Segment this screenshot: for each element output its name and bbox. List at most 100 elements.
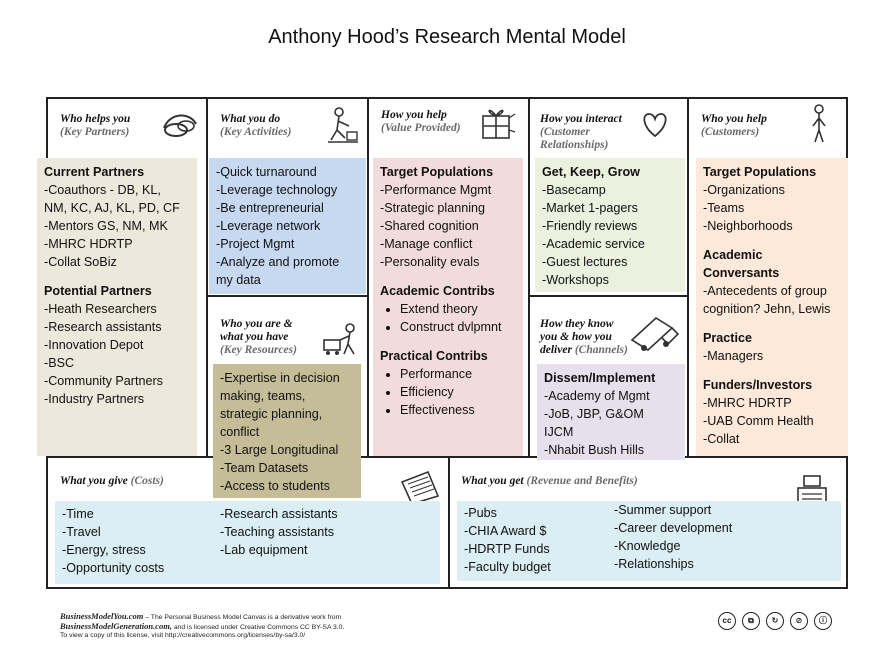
value-bullet: Construct dvlpmnt bbox=[400, 318, 516, 336]
interact-heading: How you interact (Customer Relationships… bbox=[540, 113, 622, 151]
delivery-truck-icon bbox=[630, 316, 680, 352]
customers-line: -Neighborhoods bbox=[703, 219, 793, 233]
activities-note: -Quick turnaround -Leverage technology -… bbox=[209, 158, 366, 294]
customers-target-heading: Target Populations bbox=[703, 165, 817, 179]
partners-line: -BSC bbox=[44, 356, 75, 370]
license-footer: BusinessModelYou.com – The Personal Busi… bbox=[60, 611, 345, 639]
channels-note: Dissem/Implement -Academy of Mgmt -JoB, … bbox=[537, 364, 685, 460]
worker-icon bbox=[328, 107, 358, 143]
partners-line: -Collat SoBiz bbox=[44, 255, 117, 269]
costs-line: -Teaching assistants bbox=[220, 525, 335, 539]
costs-line: -Energy, stress bbox=[62, 543, 146, 557]
receipt-icon bbox=[400, 470, 440, 505]
footer-brand[interactable]: BusinessModelGeneration.com, bbox=[60, 621, 172, 631]
activities-line: -Analyze and promote bbox=[216, 255, 340, 269]
gift-icon bbox=[482, 109, 516, 139]
partners-line: -Coauthors - DB, KL, bbox=[44, 183, 161, 197]
resources-line: -Team Datasets bbox=[220, 461, 309, 475]
interact-line: -Market 1-pagers bbox=[542, 201, 638, 215]
resources-line: -Expertise in decision bbox=[220, 371, 340, 385]
interact-note: Get, Keep, Grow -Basecamp -Market 1-page… bbox=[535, 158, 685, 292]
person-standing-icon bbox=[812, 104, 826, 143]
value-line: -Performance Mgmt bbox=[380, 183, 492, 197]
resources-line: -3 Large Longitudinal bbox=[220, 443, 339, 457]
handshake-icon bbox=[163, 114, 197, 137]
value-bullet: Extend theory bbox=[400, 300, 516, 318]
value-bullet: Performance bbox=[400, 365, 516, 383]
costs-line: -Lab equipment bbox=[220, 543, 308, 557]
channels-line: -JoB, JBP, G&OM bbox=[544, 407, 644, 421]
revenue-note: -Pubs -CHIA Award $ -HDRTP Funds -Facult… bbox=[457, 501, 841, 581]
partners-line: -Heath Researchers bbox=[44, 302, 157, 316]
channels-line: -Nhabit Bush Hills bbox=[544, 443, 645, 457]
partners-note: Current Partners -Coauthors - DB, KL, NM… bbox=[37, 158, 197, 456]
heart-icon bbox=[643, 113, 667, 138]
partners-line: -Innovation Depot bbox=[44, 338, 144, 352]
activities-line: -Leverage network bbox=[216, 219, 321, 233]
partners-heading: Who helps you (Key Partners) bbox=[60, 113, 131, 138]
customers-line: -Teams bbox=[703, 201, 745, 215]
share-alike-icon: ↻ bbox=[766, 612, 784, 630]
partners-line: -MHRC HDRTP bbox=[44, 237, 133, 251]
value-line: -Strategic planning bbox=[380, 201, 486, 215]
value-line: -Personality evals bbox=[380, 255, 480, 269]
partners-potential-heading: Potential Partners bbox=[44, 284, 152, 298]
divider bbox=[48, 456, 846, 458]
resources-note: -Expertise in decision making, teams, st… bbox=[213, 364, 361, 498]
footer-license-url: To view a copy of this license, visit ht… bbox=[60, 632, 306, 639]
activities-line: -Project Mgmt bbox=[216, 237, 295, 251]
value-practical-heading: Practical Contribs bbox=[380, 349, 488, 363]
interact-line: -Basecamp bbox=[542, 183, 606, 197]
customers-academic-heading: Academic Conversants bbox=[703, 248, 780, 280]
costs-heading: What you give (Costs) bbox=[60, 475, 164, 487]
activities-line: -Be entrepreneurial bbox=[216, 201, 324, 215]
costs-note: -Time -Travel -Energy, stress -Opportuni… bbox=[55, 501, 440, 584]
customers-line: -Managers bbox=[703, 349, 764, 363]
customers-practice-heading: Practice bbox=[703, 331, 753, 345]
resources-heading: Who you are & what you have (Key Resourc… bbox=[220, 318, 297, 356]
customers-line: -Collat bbox=[703, 432, 740, 446]
divider bbox=[687, 99, 689, 456]
value-note: Target Populations -Performance Mgmt -St… bbox=[373, 158, 523, 456]
resources-line: strategic planning, bbox=[220, 407, 323, 421]
customers-line: -MHRC HDRTP bbox=[703, 396, 792, 410]
costs-line: -Research assistants bbox=[220, 507, 338, 521]
revenue-line: -Pubs bbox=[464, 506, 497, 520]
revenue-line: -Career development bbox=[614, 521, 733, 535]
revenue-line: -Summer support bbox=[614, 503, 712, 517]
partners-line: -Research assistants bbox=[44, 320, 162, 334]
interact-line: -Workshops bbox=[542, 273, 609, 287]
partners-line: NM, KC, AJ, KL, PD, CF bbox=[44, 201, 180, 215]
interact-line: -Guest lectures bbox=[542, 255, 628, 269]
value-heading: How you help (Value Provided) bbox=[381, 109, 461, 134]
value-target-heading: Target Populations bbox=[380, 165, 494, 179]
channels-heading: How they know you & how you deliver (Cha… bbox=[540, 318, 628, 356]
customers-line: -Antecedents of group bbox=[703, 284, 827, 298]
value-academic-heading: Academic Contribs bbox=[380, 284, 495, 298]
activities-line: -Leverage technology bbox=[216, 183, 338, 197]
partners-line: -Mentors GS, NM, MK bbox=[44, 219, 168, 233]
partners-line: -Industry Partners bbox=[44, 392, 145, 406]
customers-note: Target Populations -Organizations -Teams… bbox=[696, 158, 848, 456]
revenue-line: -Relationships bbox=[614, 557, 694, 571]
resources-line: making, teams, bbox=[220, 389, 306, 403]
costs-line: -Time bbox=[62, 507, 94, 521]
activities-line: my data bbox=[216, 273, 261, 287]
interact-heading-text: Get, Keep, Grow bbox=[542, 165, 640, 179]
customers-funders-heading: Funders/Investors bbox=[703, 378, 813, 392]
divider bbox=[206, 295, 369, 297]
activities-heading: What you do (Key Activities) bbox=[220, 113, 292, 138]
customers-line: -UAB Comm Health bbox=[703, 414, 814, 428]
revenue-heading: What you get (Revenue and Benefits) bbox=[461, 475, 638, 487]
interact-line: -Friendly reviews bbox=[542, 219, 638, 233]
divider bbox=[448, 456, 450, 587]
divider bbox=[528, 295, 689, 297]
value-bullet: Effectiveness bbox=[400, 401, 516, 419]
page-title: Anthony Hood’s Research Mental Model bbox=[268, 26, 626, 48]
footer-brand[interactable]: BusinessModelYou.com bbox=[60, 611, 144, 621]
value-line: -Shared cognition bbox=[380, 219, 479, 233]
divider bbox=[367, 99, 369, 456]
divider bbox=[206, 99, 208, 456]
resources-line: conflict bbox=[220, 425, 260, 439]
partners-line: -Community Partners bbox=[44, 374, 163, 388]
